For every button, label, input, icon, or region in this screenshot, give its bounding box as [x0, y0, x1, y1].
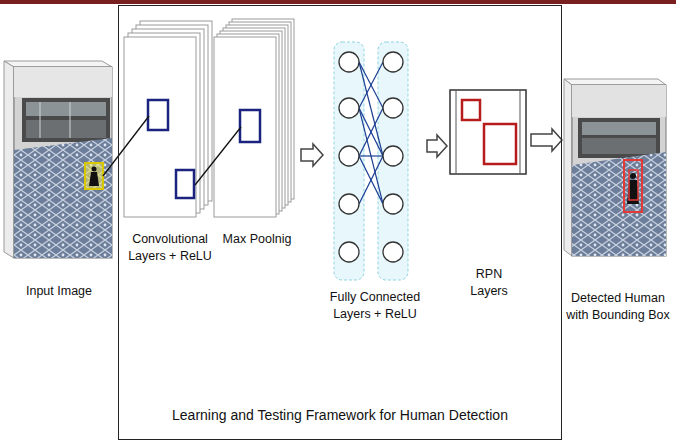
layer-stack: Convolutional Layers + ReLU	[125, 16, 215, 264]
block-arrow	[427, 135, 447, 157]
node-label: RPN Layers	[463, 266, 515, 299]
rpn-block: RPN Layers	[449, 86, 529, 299]
node-label: Input Image	[4, 283, 114, 300]
node-label: Max Poolnig	[215, 231, 299, 248]
connector-line	[103, 116, 149, 176]
layer-stack: Max Poolnig	[215, 16, 299, 248]
pool-stack	[214, 19, 294, 217]
frame-title: Learning and Testing Framework for Human…	[119, 406, 561, 424]
output-image	[564, 79, 666, 256]
selection-box	[85, 163, 103, 189]
node-label: Fully Connected Layers + ReLU	[325, 289, 425, 322]
block-arrow	[301, 144, 323, 166]
node-label: Convolutional Layers + ReLU	[125, 231, 215, 264]
neuron-layer: Fully Connected Layers + ReLU	[325, 41, 425, 322]
node-label: Detected Human with Bounding Box	[564, 290, 672, 323]
rpn-figure	[450, 90, 526, 174]
image-block: Detected Human with Bounding Box	[564, 80, 672, 323]
input-image	[4, 61, 112, 258]
conv-stack	[124, 21, 212, 217]
framework-frame: Learning and Testing Framework for Human…	[118, 5, 562, 440]
image-block: Input Image	[4, 55, 114, 300]
connector-line	[195, 127, 241, 185]
bounding-box	[624, 160, 642, 212]
top-bar	[0, 0, 676, 4]
bounding-box	[629, 170, 638, 200]
block-arrow	[531, 129, 562, 151]
neuron-columns	[334, 42, 408, 280]
